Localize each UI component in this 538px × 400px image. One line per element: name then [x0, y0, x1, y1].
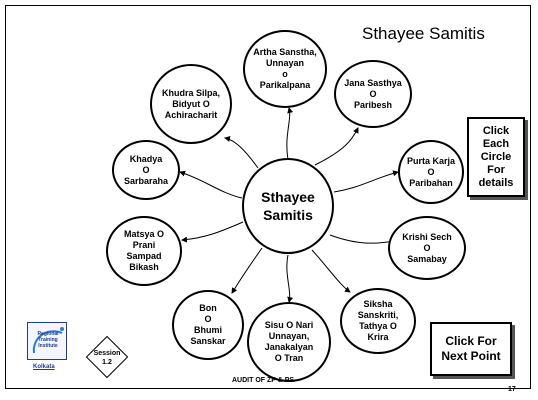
connector-purta — [333, 170, 399, 193]
connector-khadya — [179, 170, 243, 199]
institute-logo: Regional Training Institute Kolkata — [27, 322, 75, 376]
connector-khudra — [224, 136, 259, 169]
connector-matsya — [181, 221, 244, 243]
session-label: Session 1.2 — [93, 350, 121, 366]
circle-bon-o-bhumi[interactable]: Bon O Bhumi Sanskar — [172, 290, 244, 360]
footer-text: AUDIT OF ZP & PS — [232, 377, 295, 384]
next-point-button[interactable]: Click For Next Point — [430, 322, 512, 376]
circle-khudra-silpa[interactable]: Khudra Silpa, Bidyut O Achiracharit — [150, 64, 232, 144]
logo-city-link[interactable]: Kolkata — [33, 364, 55, 370]
circle-sisu-o-nari[interactable]: Sisu O Nari Unnayan, Janakalyan O Tran — [247, 302, 331, 382]
logo-text: Regional Training Institute — [37, 331, 59, 349]
connector-jana — [314, 127, 359, 166]
slide-title: Sthayee Samitis — [362, 24, 485, 43]
circle-artha-sanstha[interactable]: Artha Sanstha, Unnayan o Parikalpana — [243, 30, 327, 108]
connector-siksha — [311, 249, 351, 293]
circle-siksha-sanskriti[interactable]: Siksha Sanskriti, Tathya O Krira — [340, 288, 416, 354]
slide-frame — [5, 5, 531, 389]
click-each-circle-button[interactable]: Click Each Circle For details — [467, 117, 525, 197]
circle-jana-sasthya[interactable]: Jana Sasthya O Paribesh — [334, 60, 412, 128]
logo-swirl-icon — [32, 327, 64, 354]
circle-khadya-o-sarbaraha[interactable]: Khadya O Sarbaraha — [112, 140, 180, 200]
connector-bon — [231, 247, 263, 294]
center-circle-sthayee-samitis[interactable]: Sthayee Samitis — [242, 158, 334, 254]
connector-artha — [286, 107, 294, 161]
circle-purta-karja[interactable]: Purta Karja O Paribahan — [398, 140, 464, 204]
page-number: 17 — [508, 386, 516, 393]
circle-matsya-o-prani[interactable]: Matsya O Prani Sampad Bikash — [106, 216, 182, 286]
circle-krishi-sech[interactable]: Krishi Sech O Samabay — [388, 216, 466, 280]
connector-sisu — [286, 254, 294, 303]
logo-emblem: Regional Training Institute — [27, 322, 67, 360]
